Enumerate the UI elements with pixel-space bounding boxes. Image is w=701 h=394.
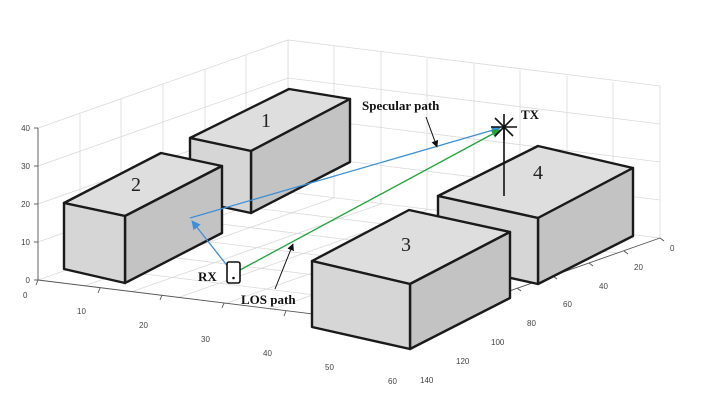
- x-tick-label: 10: [77, 307, 86, 316]
- los-path: [239, 129, 501, 271]
- building-label: 1: [261, 110, 271, 132]
- z-tick-label: 0: [26, 276, 31, 285]
- phone-icon: [226, 261, 241, 284]
- los-path-annotation: LOS path: [241, 243, 296, 307]
- los-path-label: LOS path: [241, 292, 296, 307]
- tx-label: TX: [521, 107, 540, 122]
- specular-path-annotation: Specular path: [362, 98, 440, 148]
- x-tick-label: 60: [388, 377, 397, 386]
- z-tick-label: 40: [21, 124, 30, 133]
- y-tick-label: 140: [420, 376, 434, 385]
- y-tick-label: 20: [634, 263, 643, 272]
- y-tick-label: 100: [491, 338, 505, 347]
- specular-path: [189, 125, 501, 269]
- z-tick-label: 30: [21, 162, 30, 171]
- x-tick-label: 20: [139, 321, 148, 330]
- building-label: 2: [131, 174, 141, 196]
- specular-path-label: Specular path: [362, 98, 440, 113]
- x-tick-label: 40: [263, 349, 272, 358]
- rx-node: RX: [198, 261, 241, 284]
- z-tick-label: 20: [21, 200, 30, 209]
- building-2: 2: [62, 151, 224, 285]
- y-tick-label: 0: [670, 244, 675, 253]
- z-tick-label: 10: [21, 238, 30, 247]
- tx-node: TX: [491, 107, 540, 140]
- x-tick-label: 50: [325, 363, 334, 372]
- y-tick-label: 60: [563, 300, 572, 309]
- x-tick-label: 0: [23, 291, 28, 300]
- building-label: 4: [533, 162, 543, 184]
- y-tick-label: 120: [456, 357, 470, 366]
- building-label: 3: [401, 234, 411, 256]
- star-antenna-icon: [491, 114, 517, 140]
- building-3: 3: [310, 208, 512, 351]
- y-tick-label: 40: [599, 282, 608, 291]
- rx-label: RX: [198, 269, 217, 284]
- z-axis: 0 10 20 30 40: [21, 124, 38, 285]
- x-tick-label: 30: [201, 335, 210, 344]
- y-tick-label: 80: [527, 319, 536, 328]
